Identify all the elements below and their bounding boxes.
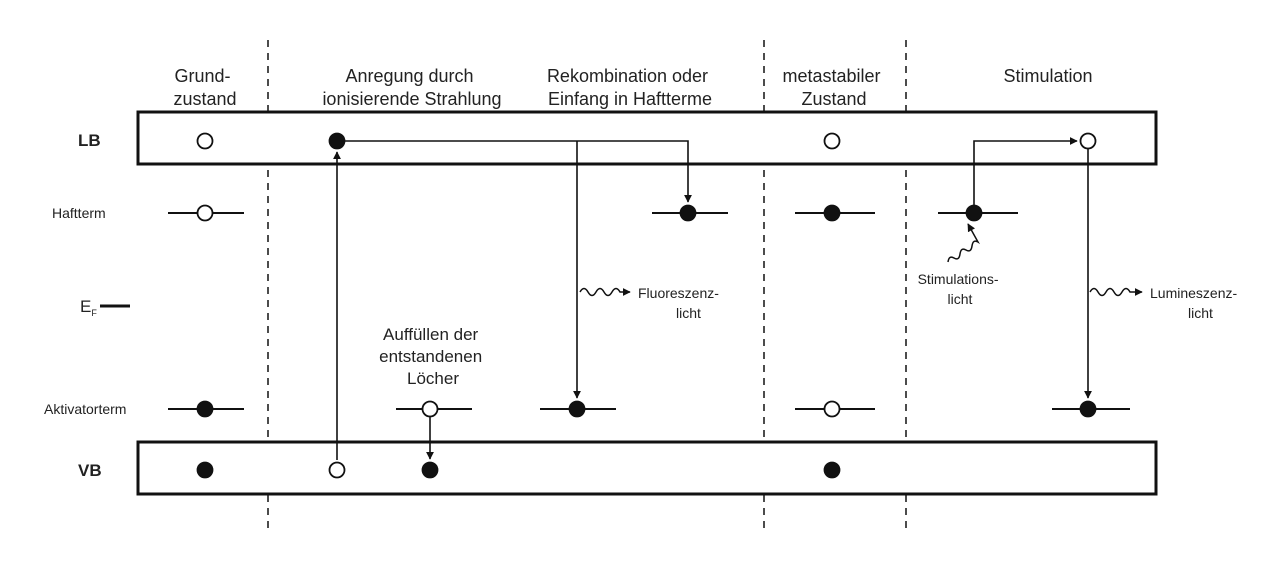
hole-vb-excited [328,461,346,479]
annotation-luminescence: Lumineszenz- licht [1150,285,1241,321]
empty-state-lb-stimulation [1079,132,1097,150]
annotation-fill-holes: Auffüllen der entstandenen Löcher [379,325,487,388]
electron-trap-stimulation [965,204,983,222]
annotation-stimulation-light: Stimulations- licht [918,271,1003,307]
electron-lb-excited [328,132,346,150]
label-vb: VB [78,461,102,480]
electron-activator-ground [196,400,214,418]
annotation-fluorescence: Fluoreszenz- licht [638,285,723,321]
label-lb: LB [78,131,101,150]
electron-vb-metastable [823,461,841,479]
conduction-band [136,110,1158,166]
stimulation-light-photon-arrow [947,223,981,263]
electron-vb-ground [196,461,214,479]
luminescence-photon-arrow [1089,287,1143,297]
label-fermi: EF [80,297,97,318]
header-recombination: Rekombination oder Einfang in Haftterme [547,66,713,109]
stimulated-release-arrow [973,137,1078,213]
label-activator-level: Aktivatorterm [44,401,126,417]
trap-capture-arrow [337,140,692,203]
header-excitation: Anregung durch ionisierende Strahlung [322,66,501,109]
header-ground: Grund- zustand [173,66,236,109]
electron-vb-fill [421,461,439,479]
hole-activator-metastable [823,400,841,418]
electron-trap-metastable [823,204,841,222]
label-trap-level: Haftterm [52,205,106,221]
empty-state-lb-metastable [823,132,841,150]
electron-activator-stimulation [1079,400,1097,418]
valence-band [136,440,1158,496]
electron-activator-recombination [568,400,586,418]
header-stimulation: Stimulation [1003,66,1092,86]
empty-state-lb-ground [196,132,214,150]
empty-state-trap-ground [196,204,214,222]
header-metastable: metastabiler Zustand [782,66,885,109]
fluorescence-photon-arrow [579,287,631,297]
hole-activator-fill [421,400,439,418]
electron-trap-recombination [679,204,697,222]
